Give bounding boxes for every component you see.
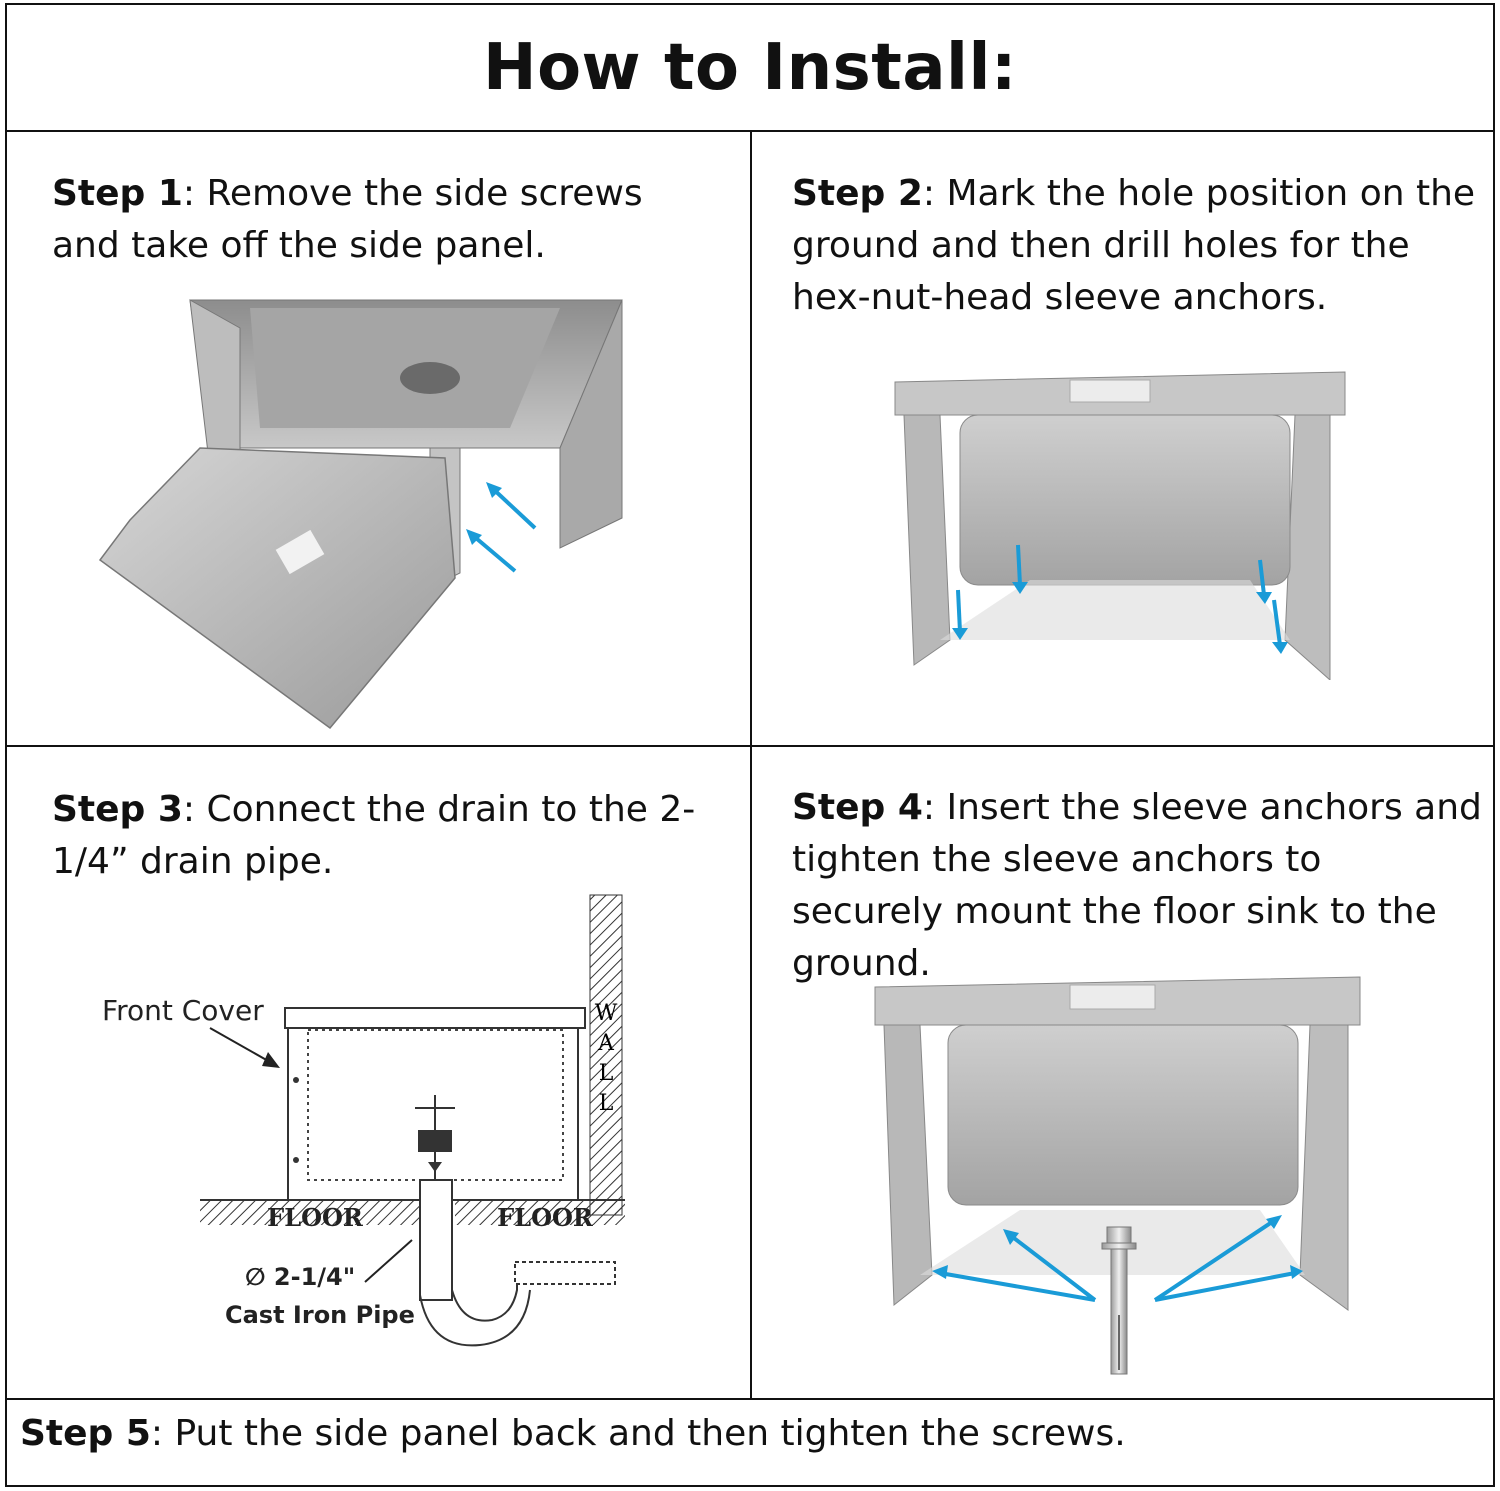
floor-label-left: FLOOR	[267, 1203, 364, 1232]
step-1-label: Step 1	[52, 173, 183, 214]
floor-label-right: FLOOR	[497, 1203, 594, 1232]
divider-bottom	[5, 1398, 1495, 1400]
sleeve-anchor	[1101, 1226, 1137, 1375]
wall-letter-l1: L	[599, 1061, 614, 1086]
page-title: How to Install:	[483, 30, 1017, 105]
wall-letter-w: W	[595, 1001, 618, 1026]
wall-letter-l2: L	[599, 1091, 614, 1116]
step-2-instruction: Step 2: Mark the hole position on the gr…	[792, 168, 1482, 324]
step-3-text: : Connect the drain to the 2-1/4” drain …	[52, 789, 696, 882]
step-3-instruction: Step 3: Connect the drain to the 2-1/4” …	[52, 784, 712, 888]
step-5-label: Step 5	[20, 1413, 151, 1454]
wall-letter-a: A	[597, 1031, 615, 1056]
step-4-sink-photo	[874, 976, 1361, 1375]
front-cover-label: Front Cover	[102, 994, 264, 1027]
step-5-text: : Put the side panel back and then tight…	[150, 1413, 1126, 1454]
step-3-label: Step 3	[52, 789, 183, 830]
step-1-instruction: Step 1: Remove the side screws and take …	[52, 168, 712, 272]
pipe-type-label: Cast Iron Pipe	[225, 1301, 415, 1329]
divider-middle	[5, 745, 1495, 747]
step-1-sink-photo	[98, 299, 623, 730]
step-3-drain-diagram: W A L L FLOOR FLOOR Front Cover ∅ 2-1/4"…	[102, 894, 625, 1347]
step-5-instruction: Step 5: Put the side panel back and then…	[20, 1408, 1126, 1460]
step-4-text: : Insert the sleeve anchors and tighten …	[792, 787, 1482, 984]
pipe-size-label: ∅ 2-1/4"	[245, 1263, 355, 1291]
step-2-sink-photo	[894, 371, 1346, 680]
divider-vertical	[750, 131, 752, 1399]
step-2-text: : Mark the hole position on the ground a…	[792, 173, 1476, 318]
step-4-label: Step 4	[792, 787, 923, 828]
step-1-text: : Remove the side screws and take off th…	[52, 173, 643, 266]
step-2-label: Step 2	[792, 173, 923, 214]
step-4-instruction: Step 4: Insert the sleeve anchors and ti…	[792, 782, 1482, 990]
